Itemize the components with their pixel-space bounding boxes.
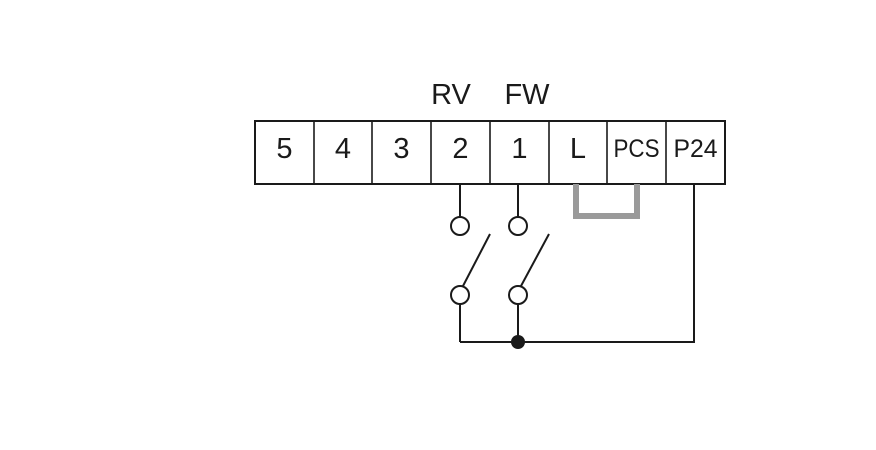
fw-upper-contact — [508, 216, 528, 236]
terminal-p24-label: P24 — [674, 135, 718, 163]
jumper-l-pcs — [573, 184, 640, 219]
rv-upper-contact — [450, 216, 470, 236]
terminal-4-label: 4 — [335, 133, 351, 165]
terminal-2-label: 2 — [452, 133, 468, 165]
rv-switch — [450, 184, 491, 342]
terminal-3-label: 3 — [393, 133, 409, 165]
rv-switch-blade — [462, 233, 491, 287]
junction-dot — [511, 335, 525, 349]
fw-switch-blade — [520, 233, 550, 287]
terminal-pcs-label: PCS — [614, 135, 660, 163]
terminal-5-label: 5 — [276, 133, 292, 165]
label-fw: FW — [504, 79, 550, 111]
terminal-l-label: L — [570, 133, 586, 165]
terminal-1-label: 1 — [511, 133, 527, 165]
rv-lower-contact — [450, 285, 470, 305]
fw-lower-contact — [508, 285, 528, 305]
fw-switch — [508, 184, 550, 342]
label-rv: RV — [431, 79, 471, 111]
terminal-block: 5 4 3 2 1 L PCS P24 — [254, 120, 726, 185]
common-wire-p24 — [460, 184, 695, 343]
